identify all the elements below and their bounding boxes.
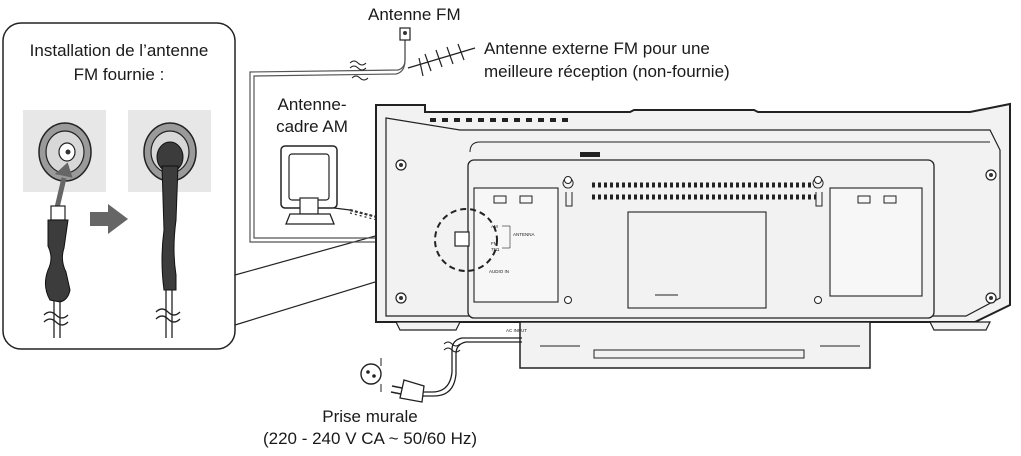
- panel-label-ac-input: AC INPUT: [506, 328, 527, 333]
- am-antenna-label-line2: cadre AM: [276, 117, 348, 136]
- inset-title-line1: Installation de l’antenne: [29, 41, 209, 60]
- am-antenna-label-line1: Antenne-: [277, 95, 347, 114]
- antenna-terminal-callout: [434, 208, 498, 272]
- external-fm-label-line2: meilleure réception (non-fournie): [484, 62, 730, 81]
- external-fm-antenna-icon: [407, 43, 476, 77]
- outlet-label-line1: Prise murale: [322, 407, 418, 426]
- fm-antenna-label: Antenne FM: [368, 5, 461, 24]
- fm-cable-connected-icon: [155, 165, 181, 338]
- main-unit-rear: AM ANTENNA FM 75Ω AUDIO IN AC INPUT: [375, 102, 1011, 369]
- next-step-arrow-icon: [90, 204, 128, 234]
- inset-panel: [2, 22, 441, 350]
- panel-label-fm: FM: [491, 241, 498, 246]
- fm-antenna-wire: [249, 27, 446, 243]
- panel-label-antenna: ANTENNA: [513, 232, 535, 237]
- power-plug-icon: [390, 379, 425, 403]
- fm-plug-icon: [43, 205, 71, 338]
- outlet-label-line2: (220 - 240 V CA ~ 50/60 Hz): [262, 429, 478, 448]
- panel-label-fm-ohm: 75Ω: [491, 247, 500, 252]
- external-fm-label-line1: Antenne externe FM pour une: [484, 39, 710, 58]
- screw-icons: [395, 159, 997, 304]
- panel-label-audio-in: AUDIO IN: [489, 269, 509, 274]
- power-cord: [420, 337, 522, 397]
- wall-outlet-icon: [360, 358, 382, 392]
- inset-title-line2: FM fournie :: [73, 65, 165, 84]
- am-loop-antenna-icon: [280, 145, 351, 225]
